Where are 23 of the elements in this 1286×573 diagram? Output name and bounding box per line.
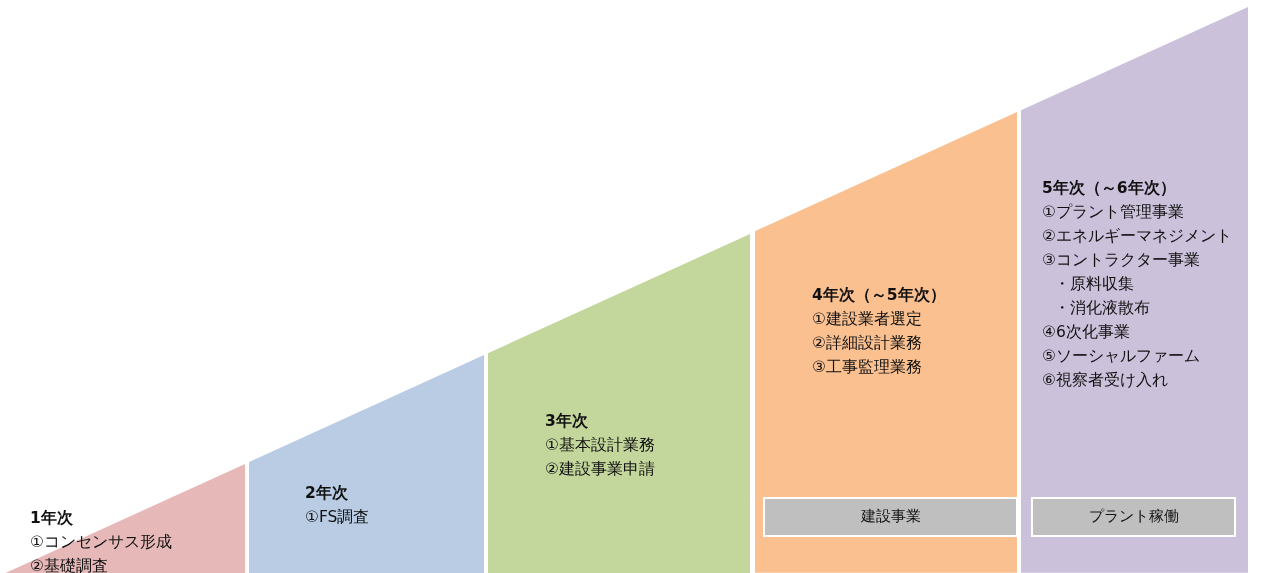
stage-heading: 3年次: [545, 411, 588, 432]
task-item: ①プラント管理事業: [1042, 202, 1184, 223]
task-item: ①FS調査: [305, 507, 370, 528]
task-item: ③工事監理業務: [812, 357, 922, 378]
stage-heading: 5年次（～6年次）: [1042, 178, 1176, 199]
task-item: ②建設事業申請: [545, 459, 655, 480]
phase-bar: 建設事業: [763, 497, 1018, 537]
stage-heading: 4年次（～5年次）: [812, 285, 946, 306]
task-item: ・原料収集: [1053, 274, 1134, 295]
task-item: ①建設業者選定: [812, 309, 922, 330]
task-item: ⑥視察者受け入れ: [1042, 370, 1168, 391]
stage-heading: 1年次: [30, 508, 73, 529]
task-item: ⑤ソーシャルファーム: [1042, 346, 1200, 367]
task-item: ②詳細設計業務: [812, 333, 922, 354]
phase-bar: プラント稼働: [1031, 497, 1236, 537]
task-item: ②基礎調査: [30, 556, 108, 573]
task-item: ③コントラクター事業: [1042, 250, 1200, 271]
task-item: ①基本設計業務: [545, 435, 655, 456]
task-item: ・消化液散布: [1053, 298, 1150, 319]
stage-heading: 2年次: [305, 483, 348, 504]
task-item: ④6次化事業: [1042, 322, 1130, 343]
task-item: ①コンセンサス形成: [30, 532, 172, 553]
task-item: ②エネルギーマネジメント: [1042, 226, 1232, 247]
